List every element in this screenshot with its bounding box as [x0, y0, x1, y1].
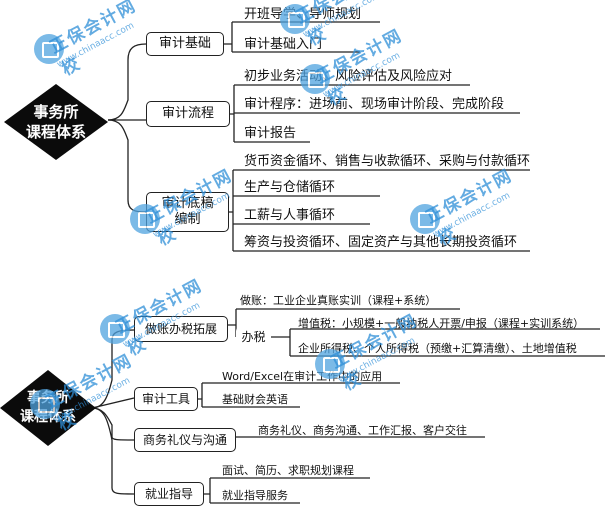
audit-tools-label: 审计工具	[141, 391, 190, 406]
connector-root-to-career	[91, 407, 135, 495]
etiquette-communication-leaf: 商务礼仪、商务沟通、工作汇报、客户交往	[258, 424, 467, 437]
audit-report-leaf: 审计报告	[244, 126, 297, 141]
connector-tools-leaves	[198, 382, 400, 408]
career-guidance-label: 就业指导	[144, 486, 193, 501]
bookkeeping-tax-label: 做账办税拓展	[144, 321, 217, 336]
connector-root-to-tax	[91, 329, 135, 409]
interview-resume-leaf: 面试、简历、求职规划课程	[222, 464, 354, 477]
tax-filing-label: 办税	[241, 329, 266, 344]
connector-audit-process-leaves	[230, 84, 520, 143]
connector-audit-basics-leaves	[224, 21, 380, 53]
finance-english-leaf: 基础财会英语	[222, 393, 288, 406]
production-inventory-cycle-leaf: 生产与仓储循环	[244, 180, 336, 195]
bookkeeping-leaf: 做账：工业企业真账实训（课程+系统）	[240, 294, 437, 307]
orientation-leaf: 开班导学、导师规划	[244, 7, 362, 22]
audit-basics-label: 审计基础	[158, 35, 211, 51]
audit-process-node: 审计流程	[146, 101, 230, 127]
audit-basics-node: 审计基础	[146, 32, 224, 56]
audit-tools-node: 审计工具	[134, 387, 198, 411]
business-etiquette-node: 商务礼仪与沟通	[134, 428, 236, 452]
vat-leaf: 增值税：小规模+一般纳税人开票/申报（课程+实训系统）	[298, 317, 585, 330]
audit-process-label: 审计流程	[161, 105, 214, 121]
root-node-label: 事务所 课程体系	[25, 102, 86, 141]
income-tax-leaf: 企业所得税、个人所得税（预缴+汇算清缴）、土地增值税	[298, 342, 577, 355]
workpaper-compilation-label: 审计底稿 编制	[161, 195, 214, 227]
connector-root-to-audit-basics	[107, 43, 147, 121]
career-service-leaf: 就业指导服务	[222, 489, 288, 502]
tax-filing-node: 办税	[236, 326, 271, 348]
workpaper-compilation-node: 审计底稿 编制	[146, 192, 229, 232]
payroll-hr-cycle-leaf: 工薪与人事循环	[244, 208, 336, 223]
word-excel-leaf: Word/Excel在审计工作中的应用	[222, 370, 383, 383]
connector-workpapers-leaves	[229, 169, 530, 252]
root-node-label-2: 事务所 课程体系	[20, 390, 76, 425]
connector-root-to-tools	[91, 397, 135, 409]
business-etiquette-label: 商务礼仪与沟通	[142, 432, 227, 447]
connector-tax-sub-leaves	[271, 328, 605, 357]
connector-career-leaves	[204, 477, 370, 504]
financing-investment-cycle-leaf: 筹资与投资循环、固定资产与其他长期投资循环	[244, 235, 518, 250]
bookkeeping-tax-node: 做账办税拓展	[134, 316, 228, 342]
audit-procedure-leaf: 审计程序：进场前、现场审计阶段、完成阶段	[244, 97, 505, 112]
career-guidance-node: 就业指导	[134, 482, 204, 506]
risk-assessment-leaf: 初步业务活动、风险评估及风险应对	[244, 69, 453, 84]
connector-root-to-workpapers	[107, 119, 147, 213]
audit-intro-leaf: 审计基础入门	[244, 37, 323, 52]
connector-root-to-etiquette	[91, 407, 135, 441]
cash-sales-purchase-cycle-leaf: 货币资金循环、销售与收款循环、采购与付款循环	[244, 154, 531, 169]
